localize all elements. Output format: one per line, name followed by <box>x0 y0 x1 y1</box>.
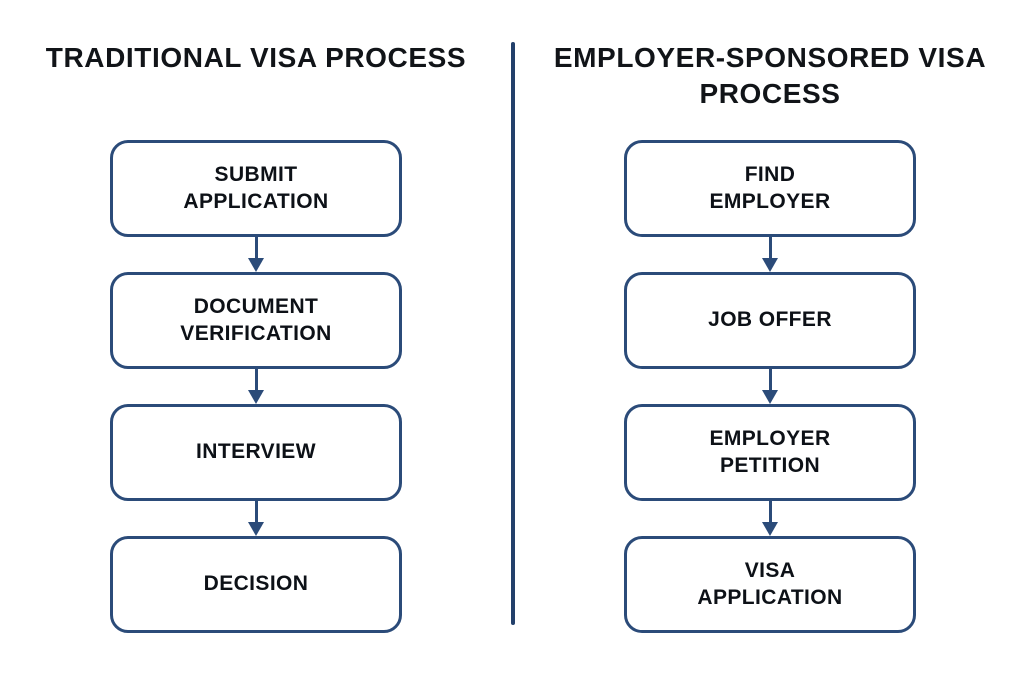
column-heading-traditional: TRADITIONAL VISA PROCESS <box>45 42 467 73</box>
flow-employer-sponsored: FIND EMPLOYER JOB OFFER EMPLOYER PETITIO… <box>540 140 1000 633</box>
flow-arrow-icon <box>624 501 916 536</box>
arrow-head <box>762 522 778 536</box>
process-node-interview[interactable]: INTERVIEW <box>110 404 402 501</box>
process-node-employer-petition[interactable]: EMPLOYER PETITION <box>624 404 916 501</box>
process-node-decision[interactable]: DECISION <box>110 536 402 633</box>
arrow-head <box>248 258 264 272</box>
flow-arrow-icon <box>624 237 916 272</box>
flow-arrow-icon <box>110 501 402 536</box>
node-label: DOCUMENT VERIFICATION <box>180 295 332 345</box>
arrow-head <box>762 258 778 272</box>
arrow-head <box>762 390 778 404</box>
arrow-shaft <box>254 369 258 393</box>
node-label: VISA APPLICATION <box>697 559 843 609</box>
node-label: EMPLOYER PETITION <box>709 427 831 477</box>
node-label: INTERVIEW <box>196 440 316 464</box>
process-node-document-verification[interactable]: DOCUMENT VERIFICATION <box>110 272 402 369</box>
process-node-job-offer[interactable]: JOB OFFER <box>624 272 916 369</box>
node-label: DECISION <box>203 572 309 596</box>
node-label: FIND EMPLOYER <box>709 163 831 213</box>
node-label: JOB OFFER <box>708 308 832 332</box>
arrow-shaft <box>254 237 258 261</box>
arrow-shaft <box>254 501 258 525</box>
column-divider <box>511 42 515 625</box>
process-node-submit-application[interactable]: SUBMIT APPLICATION <box>110 140 402 237</box>
arrow-shaft <box>768 501 772 525</box>
flow-arrow-icon <box>624 369 916 404</box>
process-column-traditional: TRADITIONAL VISA PROCESS SUBMIT APPLICAT… <box>26 0 486 683</box>
arrow-shaft <box>768 237 772 261</box>
flow-arrow-icon <box>110 237 402 272</box>
arrow-shaft <box>768 369 772 393</box>
arrow-head <box>248 522 264 536</box>
process-column-employer-sponsored: EMPLOYER-SPONSORED VISA PROCESS FIND EMP… <box>540 0 1000 683</box>
node-label: SUBMIT APPLICATION <box>183 163 329 213</box>
flow-traditional: SUBMIT APPLICATION DOCUMENT VERIFICATION… <box>26 140 486 633</box>
flow-arrow-icon <box>110 369 402 404</box>
process-node-find-employer[interactable]: FIND EMPLOYER <box>624 140 916 237</box>
column-heading-employer-sponsored: EMPLOYER-SPONSORED VISA PROCESS <box>553 42 987 109</box>
arrow-head <box>248 390 264 404</box>
process-node-visa-application[interactable]: VISA APPLICATION <box>624 536 916 633</box>
